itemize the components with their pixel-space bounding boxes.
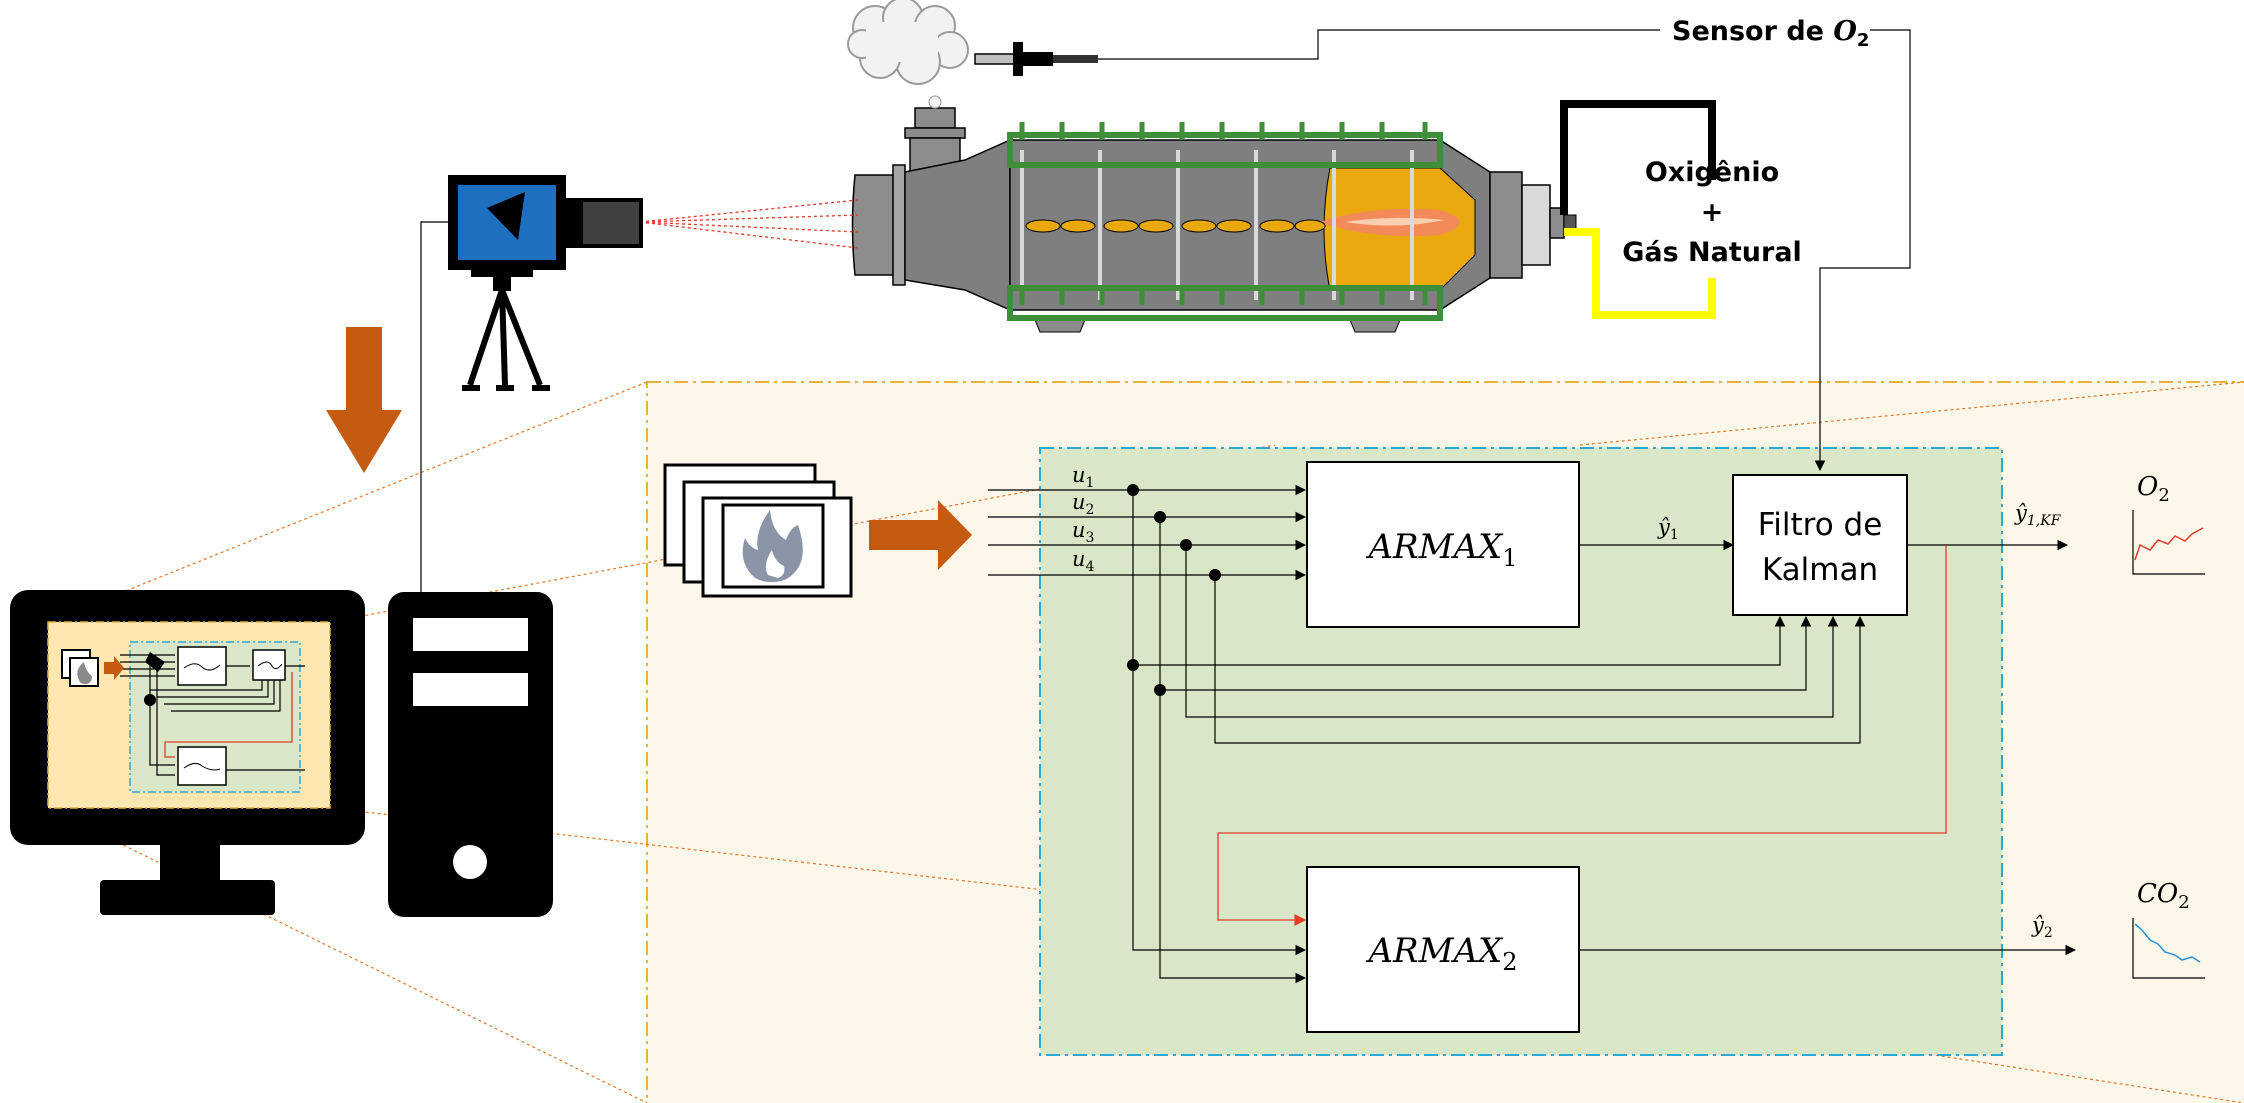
camera-icon — [448, 175, 859, 391]
armax2-block: ARMAX2 — [1306, 866, 1580, 1033]
sensor-wire — [1098, 29, 1660, 60]
pc-tower-icon — [388, 592, 553, 917]
armax1-label: ARMAX — [1365, 527, 1504, 567]
smoke-cloud-icon — [847, 0, 969, 85]
sensor-label: Sensor de O2 — [1672, 16, 1869, 51]
y1kf-label: ŷ1,KF — [2014, 501, 2062, 529]
y2-label: ŷ2 — [2031, 913, 2053, 941]
co2-output-chart: CO2 — [2132, 879, 2205, 979]
svg-text:Kalman: Kalman — [1762, 552, 1878, 588]
armax2-label: ARMAX — [1365, 931, 1504, 971]
o2-output-chart: O2 — [2132, 472, 2205, 575]
input-label-u1: u1 — [1072, 463, 1094, 491]
right-arrow-icon — [869, 500, 972, 570]
svg-text:ARMAX1: ARMAX1 — [1365, 527, 1517, 572]
o2-output-label: O — [2137, 472, 2158, 502]
fuel-line-2: + — [1701, 197, 1724, 228]
fuel-supply-lines — [1560, 100, 1716, 319]
fuel-line-3: Gás Natural — [1622, 237, 1802, 268]
armax1-block: ARMAX1 — [1306, 461, 1580, 628]
input-label-u4: u4 — [1072, 547, 1095, 575]
camera-to-pc-cable — [420, 221, 453, 595]
rotary-kiln — [851, 95, 1577, 333]
o2-sensor-probe-icon — [974, 42, 1098, 76]
down-arrow-icon — [326, 327, 402, 473]
y1-label: ŷ1 — [1657, 515, 1679, 543]
input-lines — [988, 484, 1866, 984]
flame-icon — [742, 510, 803, 582]
junction-dots — [1127, 484, 1221, 696]
svg-text:ARMAX2: ARMAX2 — [1365, 931, 1517, 976]
kalman-feedback-line — [1217, 545, 1947, 926]
co2-output-label: CO — [2137, 879, 2178, 909]
input-label-u3: u3 — [1072, 518, 1094, 546]
input-label-u2: u2 — [1072, 490, 1094, 518]
fuel-line-1: Oxigênio — [1645, 157, 1779, 188]
monitor-icon — [10, 590, 365, 915]
svg-text:Filtro de: Filtro de — [1758, 507, 1883, 543]
kalman-filter-block: Filtro de Kalman — [1732, 474, 1908, 616]
sensor-to-kalman-line — [1814, 29, 1911, 472]
svg-text:CO2: CO2 — [2137, 879, 2190, 913]
svg-text:O2: O2 — [2137, 472, 2170, 506]
image-frames-stack-icon — [663, 463, 853, 598]
